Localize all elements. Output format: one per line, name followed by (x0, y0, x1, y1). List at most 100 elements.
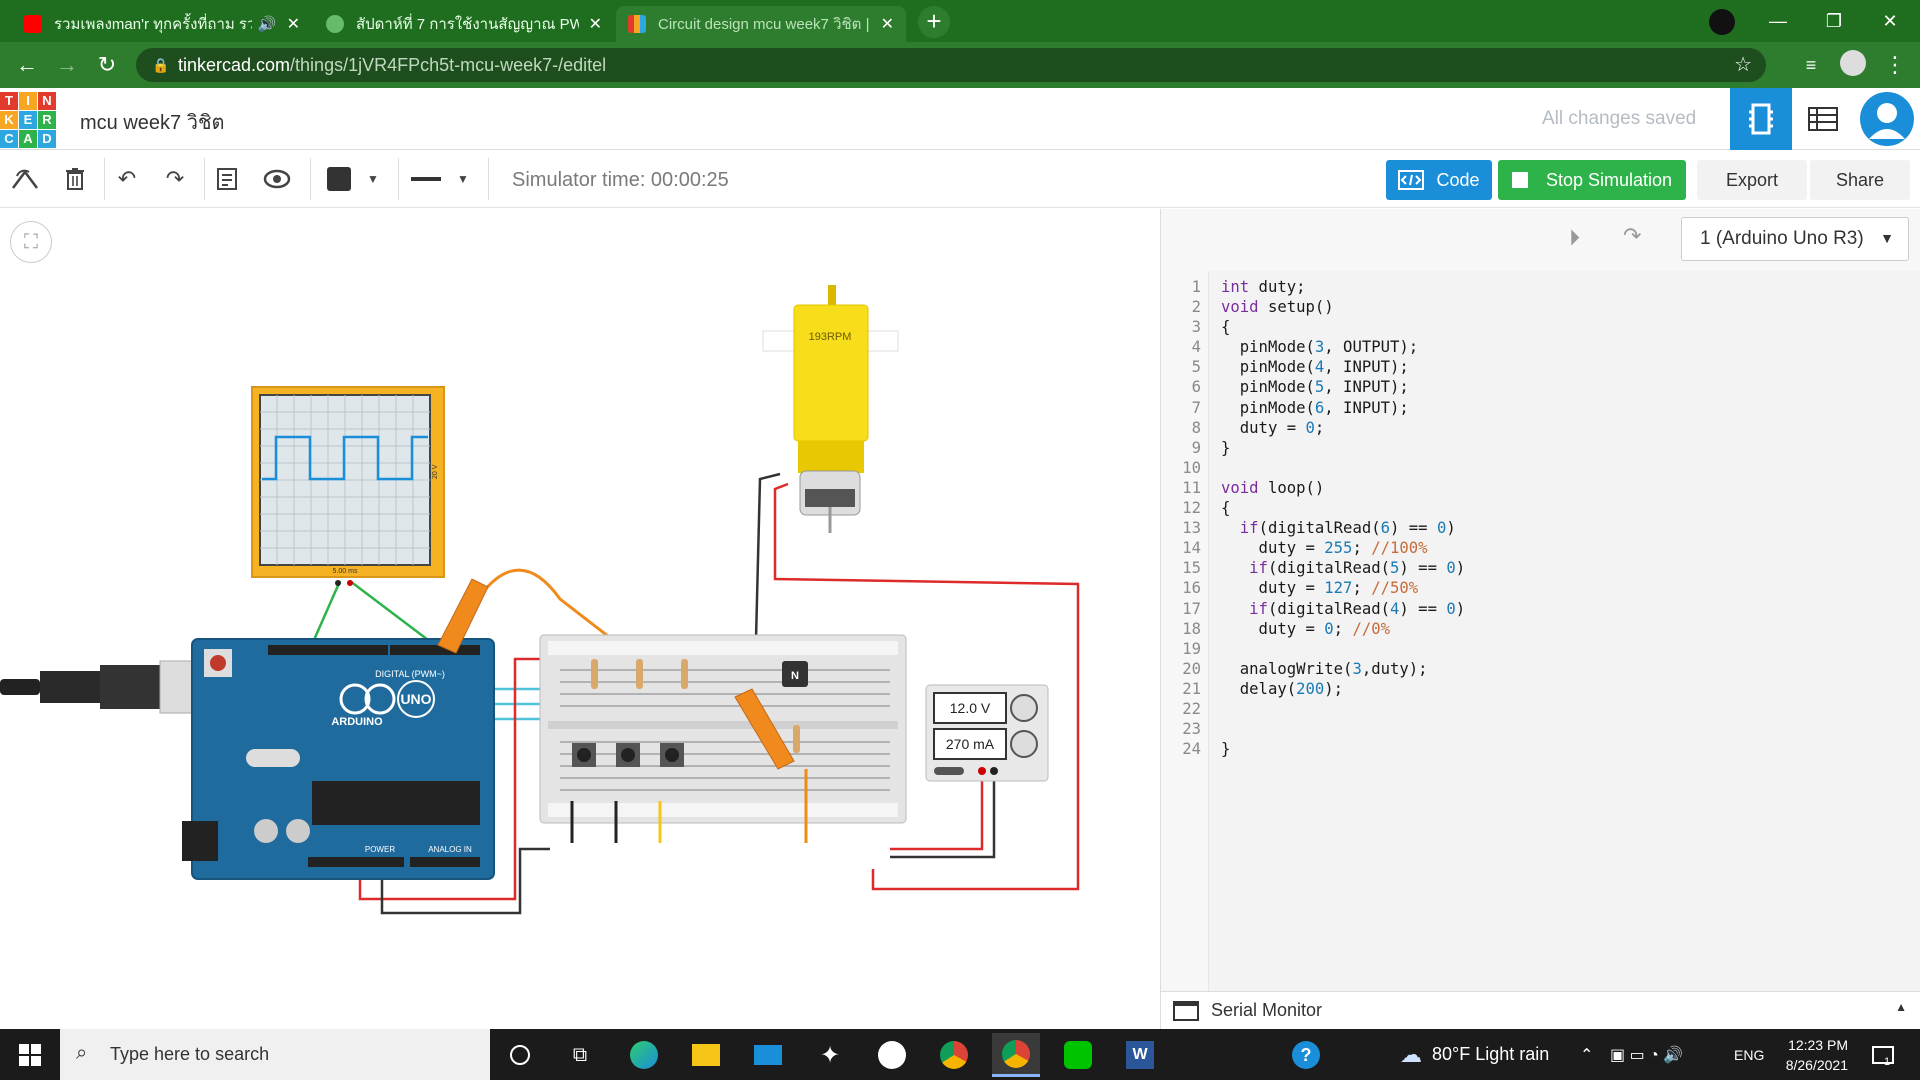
chevron-down-icon: ▼ (367, 172, 379, 186)
close-tab-icon[interactable]: ✕ (286, 16, 300, 33)
bookmark-star-icon[interactable]: ☆ (1734, 54, 1752, 76)
profile-download-icon[interactable] (1694, 0, 1750, 42)
serial-monitor-icon (1173, 1001, 1199, 1021)
stop-simulation-button[interactable]: Stop Simulation (1498, 160, 1686, 200)
share-button[interactable]: Share (1810, 160, 1910, 200)
toolbar-divider (104, 158, 105, 200)
motor-rpm-label: 193RPM (809, 331, 852, 343)
code-button[interactable]: Code (1386, 160, 1492, 200)
notification-center-icon[interactable]: 1 (1872, 1029, 1894, 1080)
back-icon[interactable]: ← (16, 52, 38, 77)
line-numbers: 1 2 3 4 5 6 7 8 9 10 11 12 13 14 15 16 1… (1182, 278, 1201, 759)
chevron-down-icon: ▼ (457, 172, 469, 186)
input-language[interactable]: ENG (1734, 1046, 1765, 1063)
trash-icon[interactable] (58, 164, 92, 194)
new-tab-button[interactable]: + (918, 6, 950, 38)
line-app-icon[interactable] (1054, 1033, 1102, 1077)
toolbar-divider (488, 158, 489, 200)
stop-icon (1511, 172, 1528, 188)
digital-header-label: DIGITAL (PWM~) (375, 669, 445, 679)
browser-tab-tinkercad[interactable]: Circuit design mcu week7 วิชิต | T ✕ (616, 6, 906, 42)
browser-tab-youtube[interactable]: รวมเพลงman'r ทุกครั้งที่ถาม รวม 🔊 ✕ (12, 6, 312, 42)
rotate-icon[interactable] (8, 164, 42, 194)
media-control-icon[interactable]: ≡ (1805, 55, 1817, 75)
toolbar-divider (310, 158, 311, 200)
taskbar-search-input[interactable]: ⌕ Type here to search (60, 1029, 490, 1080)
task-view-icon[interactable]: ⧉ (572, 1043, 588, 1066)
arduino-board (0, 638, 495, 880)
color-picker-dropdown[interactable]: ▼ (318, 164, 388, 194)
tinkercad-icon (628, 15, 646, 33)
close-window-icon[interactable]: ✕ (1882, 11, 1898, 31)
scope-time-label: 5.00 ms (333, 568, 358, 575)
circuit-canvas[interactable]: ⛶ (0, 209, 1160, 1029)
redo-icon[interactable]: ↷ (165, 166, 185, 191)
board-select-dropdown[interactable]: 1 (Arduino Uno R3) ▼ (1681, 217, 1909, 261)
chrome-icon[interactable] (930, 1033, 978, 1077)
speaker-icon[interactable]: 🔊 (257, 16, 277, 33)
chevron-up-icon[interactable]: ▲ (1895, 1000, 1907, 1014)
chrome-profile-icon[interactable] (992, 1033, 1040, 1077)
forward-icon[interactable]: → (56, 52, 78, 77)
power-supply (925, 684, 1049, 782)
toolbar-divider (204, 158, 205, 200)
export-button[interactable]: Export (1697, 160, 1807, 200)
power-header-label: POWER (365, 845, 395, 854)
transistor-label: N (791, 670, 799, 682)
undo-icon[interactable]: ↶ (117, 166, 137, 191)
lock-icon: 🔒 (152, 57, 170, 73)
github-icon[interactable] (868, 1033, 916, 1077)
weather-widget[interactable]: ☁ 80°F Light rain (1400, 1041, 1550, 1067)
tray-system-icons[interactable]: ▣ ▭ ◔ 🔊 (1610, 1046, 1684, 1064)
reload-icon[interactable]: ↻ (97, 52, 117, 77)
code-panel-toolbar: ⏵ ↷ 1 (Arduino Uno R3) ▼ (1161, 209, 1920, 271)
cortana-icon[interactable] (496, 1033, 544, 1077)
step-forward-icon[interactable]: ⏵ (1569, 225, 1581, 250)
project-title[interactable]: mcu week7 วิชิต (80, 112, 225, 134)
browser-menu-icon[interactable]: ⋮ (1884, 52, 1906, 77)
account-icon[interactable] (1838, 50, 1868, 80)
save-status: All changes saved (1542, 108, 1697, 129)
minimize-icon[interactable]: — (1769, 11, 1787, 31)
tinkercad-logo[interactable]: T I N K E R C A D (0, 92, 56, 148)
dc-motor (762, 285, 899, 533)
oscilloscope (251, 386, 445, 586)
dropbox-icon[interactable]: ✦ (819, 1041, 841, 1069)
mail-icon[interactable] (744, 1033, 792, 1077)
visibility-eye-icon[interactable] (260, 164, 294, 194)
system-clock[interactable]: 12:23 PM 8/26/2021 (1785, 1037, 1848, 1073)
restore-icon[interactable]: ❐ (1825, 11, 1843, 31)
browser-tabstrip: รวมเพลงman'r ทุกครั้งที่ถาม รวม 🔊 ✕ สัปด… (0, 0, 1920, 42)
word-icon[interactable]: W (1116, 1033, 1164, 1077)
browser-tab-pwm[interactable]: สัปดาห์ที่ 7 การใช้งานสัญญาณ PWM ✕ (314, 6, 614, 42)
step-over-icon[interactable]: ↷ (1623, 223, 1642, 248)
file-explorer-icon[interactable] (682, 1033, 730, 1077)
green-page-icon (326, 15, 344, 33)
psu-voltage-display: 12.0 V (950, 700, 991, 716)
uno-label: UNO (400, 691, 431, 707)
notes-icon[interactable] (210, 164, 244, 194)
help-icon[interactable]: ? (1282, 1033, 1330, 1077)
url-input[interactable]: 🔒 tinkercad.com/things/1jVR4FPch5t-mcu-w… (136, 48, 1766, 82)
tray-chevron-up-icon[interactable]: ⌃ (1580, 1046, 1594, 1064)
circuit-drawing: 5.00 ms 20 V 193RPM (0, 285, 1080, 915)
windows-start-icon[interactable] (0, 1029, 60, 1080)
code-text[interactable]: int duty; void setup() { pinMode(3, OUTP… (1221, 278, 1466, 759)
color-swatch (327, 167, 352, 191)
close-tab-icon[interactable]: ✕ (588, 16, 602, 33)
serial-monitor-bar[interactable]: Serial Monitor ▲ (1161, 991, 1920, 1029)
user-avatar[interactable] (1856, 88, 1918, 150)
code-editor-panel: ⏵ ↷ 1 (Arduino Uno R3) ▼ 1 2 3 4 5 6 7 8… (1160, 209, 1920, 1029)
psu-current-display: 270 mA (946, 736, 995, 752)
edge-icon[interactable] (620, 1033, 668, 1077)
component-list-icon[interactable] (1792, 88, 1854, 150)
close-tab-icon[interactable]: ✕ (880, 16, 894, 33)
analog-header-label: ANALOG IN (428, 845, 472, 854)
chevron-down-icon: ▼ (1880, 230, 1894, 246)
wire-type-dropdown[interactable]: ▼ (404, 164, 476, 194)
circuit-view-icon[interactable] (1730, 88, 1792, 150)
fit-view-icon[interactable]: ⛶ (10, 221, 52, 263)
toolbar-divider (398, 158, 399, 200)
wire-line-icon (411, 177, 442, 181)
